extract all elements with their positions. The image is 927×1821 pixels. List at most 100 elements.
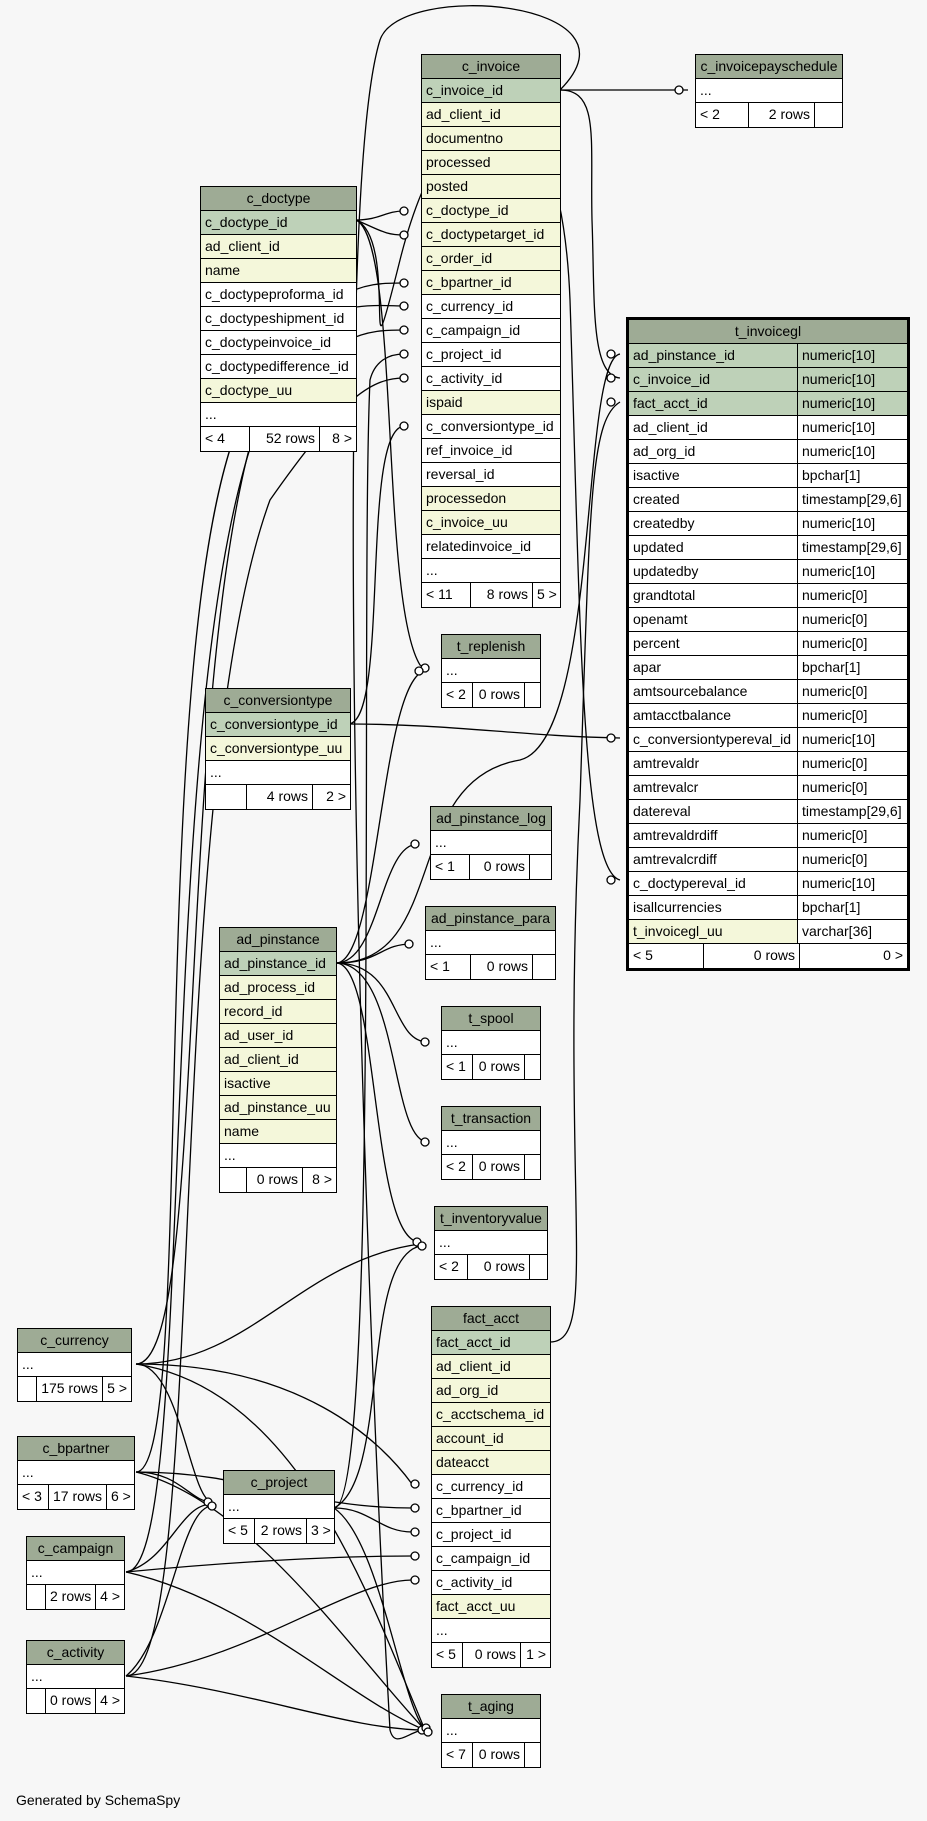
table-t-inventoryvalue[interactable]: t_inventoryvalue ... < 2 0 rows bbox=[434, 1206, 548, 1280]
column-row: c_bpartner_id bbox=[432, 1499, 550, 1523]
column-row: ... bbox=[422, 559, 560, 583]
table-footer: 0 rows 8 > bbox=[220, 1168, 336, 1192]
column-row: ad_process_id bbox=[220, 976, 336, 1000]
table-c-bpartner[interactable]: c_bpartner ... < 3 17 rows 6 > bbox=[17, 1436, 135, 1510]
table-footer: < 2 2 rows bbox=[696, 103, 842, 127]
column-row: c_currency_id bbox=[422, 295, 560, 319]
table-footer: < 1 0 rows bbox=[426, 955, 555, 979]
column-row: record_id bbox=[220, 1000, 336, 1024]
column-row: ad_client_id bbox=[422, 103, 560, 127]
column-row: ad_pinstance_uu bbox=[220, 1096, 336, 1120]
column-row: c_order_id bbox=[422, 247, 560, 271]
column-row: fact_acct_uu bbox=[432, 1595, 550, 1619]
column-row: documentno bbox=[422, 127, 560, 151]
table-ad-pinstance-log[interactable]: ad_pinstance_log ... < 1 0 rows bbox=[430, 806, 552, 880]
table-ad-pinstance[interactable]: ad_pinstance ad_pinstance_id ad_process_… bbox=[219, 927, 337, 1193]
column-row: ... bbox=[18, 1353, 131, 1377]
table-title: c_invoice bbox=[422, 55, 560, 79]
column-row: c_acctschema_id bbox=[432, 1403, 550, 1427]
table-title: t_invoicegl bbox=[629, 320, 907, 344]
table-footer: 175 rows 5 > bbox=[18, 1377, 131, 1401]
column-row: ad_client_id bbox=[220, 1048, 336, 1072]
column-row: processedon bbox=[422, 487, 560, 511]
column-row: ... bbox=[696, 79, 842, 103]
column-row: ... bbox=[442, 1719, 540, 1743]
column-row: c_doctype_id bbox=[201, 211, 356, 235]
table-c-project[interactable]: c_project ... < 5 2 rows 3 > bbox=[223, 1470, 335, 1544]
column-row: account_id bbox=[432, 1427, 550, 1451]
table-footer: < 3 17 rows 6 > bbox=[18, 1485, 134, 1509]
table-footer: < 1 0 rows bbox=[442, 1055, 540, 1079]
column-row: ad_client_id bbox=[201, 235, 356, 259]
table-title: ad_pinstance_log bbox=[431, 807, 551, 831]
table-c-campaign[interactable]: c_campaign ... 2 rows 4 > bbox=[26, 1536, 125, 1610]
table-title: c_doctype bbox=[201, 187, 356, 211]
table-footer: < 2 0 rows bbox=[435, 1255, 547, 1279]
column-row: ad_client_id bbox=[432, 1355, 550, 1379]
column-row: ... bbox=[435, 1231, 547, 1255]
column-row: fact_acct_id bbox=[432, 1331, 550, 1355]
column-row: c_invoice_id bbox=[422, 79, 560, 103]
table-c-currency[interactable]: c_currency ... 175 rows 5 > bbox=[17, 1328, 132, 1402]
table-ad-pinstance-para[interactable]: ad_pinstance_para ... < 1 0 rows bbox=[425, 906, 556, 980]
table-footer: < 4 52 rows 8 > bbox=[201, 427, 356, 451]
table-footer: 0 rows 4 > bbox=[27, 1689, 124, 1713]
table-title: c_project bbox=[224, 1471, 334, 1495]
table-c-invoice[interactable]: c_invoice c_invoice_id ad_client_id docu… bbox=[421, 54, 561, 608]
table-fact-acct[interactable]: fact_acct fact_acct_id ad_client_id ad_o… bbox=[431, 1306, 551, 1668]
column-row: c_activity_id bbox=[432, 1571, 550, 1595]
table-title: t_inventoryvalue bbox=[435, 1207, 547, 1231]
table-footer: < 5 0 rows 0 > bbox=[629, 944, 907, 968]
column-row: c_activity_id bbox=[422, 367, 560, 391]
table-c-invoicepayschedule[interactable]: c_invoicepayschedule ... < 2 2 rows bbox=[695, 54, 843, 128]
table-c-conversiontype[interactable]: c_conversiontype c_conversiontype_id c_c… bbox=[205, 688, 351, 810]
table-t-spool[interactable]: t_spool ... < 1 0 rows bbox=[441, 1006, 541, 1080]
table-t-transaction[interactable]: t_transaction ... < 2 0 rows bbox=[441, 1106, 541, 1180]
table-title: c_currency bbox=[18, 1329, 131, 1353]
table-title: ad_pinstance bbox=[220, 928, 336, 952]
table-footer: 4 rows 2 > bbox=[206, 785, 350, 809]
table-title: c_campaign bbox=[27, 1537, 124, 1561]
column-row: c_campaign_id bbox=[422, 319, 560, 343]
column-row: ... bbox=[224, 1495, 334, 1519]
table-c-doctype[interactable]: c_doctype c_doctype_id ad_client_id name… bbox=[200, 186, 357, 452]
column-row: c_campaign_id bbox=[432, 1547, 550, 1571]
table-t-replenish[interactable]: t_replenish ... < 2 0 rows bbox=[441, 634, 541, 708]
table-c-activity[interactable]: c_activity ... 0 rows 4 > bbox=[26, 1640, 125, 1714]
column-row: c_conversiontype_uu bbox=[206, 737, 350, 761]
column-row: name bbox=[201, 259, 356, 283]
table-footer: < 2 0 rows bbox=[442, 1155, 540, 1179]
column-row: c_bpartner_id bbox=[422, 271, 560, 295]
table-title: c_conversiontype bbox=[206, 689, 350, 713]
table-t-aging[interactable]: t_aging ... < 7 0 rows bbox=[441, 1694, 541, 1768]
table-footer: 2 rows 4 > bbox=[27, 1585, 124, 1609]
column-row: c_currency_id bbox=[432, 1475, 550, 1499]
column-row: ad_pinstance_id bbox=[220, 952, 336, 976]
column-row: ispaid bbox=[422, 391, 560, 415]
column-row: ... bbox=[206, 761, 350, 785]
column-row: ... bbox=[201, 403, 356, 427]
column-row: c_invoice_uu bbox=[422, 511, 560, 535]
column-row: reversal_id bbox=[422, 463, 560, 487]
table-footer: < 2 0 rows bbox=[442, 683, 540, 707]
